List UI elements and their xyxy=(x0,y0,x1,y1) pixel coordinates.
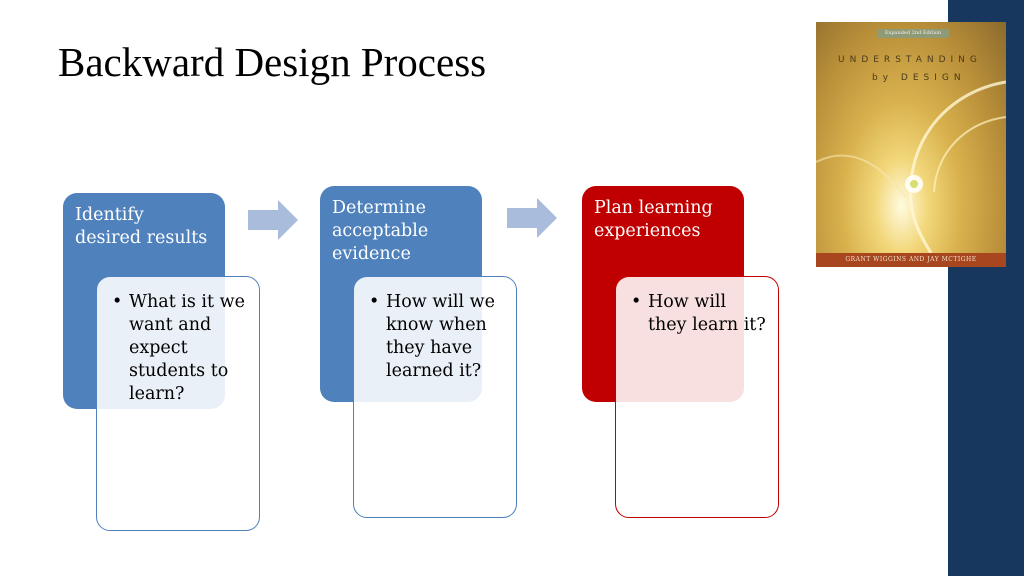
detail-bullet: What is it we want and expect students t… xyxy=(112,291,247,406)
book-authors: GRANT WIGGINS AND JAY MCTIGHE xyxy=(816,253,1006,267)
book-title-line1: UNDERSTANDING xyxy=(838,55,982,65)
detail-box-2: How will we know when they have learned … xyxy=(353,276,517,518)
book-cover-art xyxy=(816,80,1006,253)
slide-title: Backward Design Process xyxy=(58,39,487,85)
book-title-line2: by DESIGN xyxy=(872,73,966,83)
step-label: Identify desired results xyxy=(75,205,208,248)
detail-box-3: How will they learn it? xyxy=(615,276,779,518)
book-cover-image: Expanded 2nd Edition UNDERSTANDING by DE… xyxy=(816,22,1006,267)
detail-bullet: How will we know when they have learned … xyxy=(369,291,504,383)
step-label: Determine acceptable evidence xyxy=(332,198,429,264)
book-edition-label: Expanded 2nd Edition xyxy=(877,29,949,38)
right-arrow-icon xyxy=(507,198,557,238)
right-arrow-icon xyxy=(248,200,298,240)
detail-box-1: What is it we want and expect students t… xyxy=(96,276,260,531)
detail-bullet: How will they learn it? xyxy=(631,291,766,337)
step-label: Plan learning experiences xyxy=(594,198,713,241)
